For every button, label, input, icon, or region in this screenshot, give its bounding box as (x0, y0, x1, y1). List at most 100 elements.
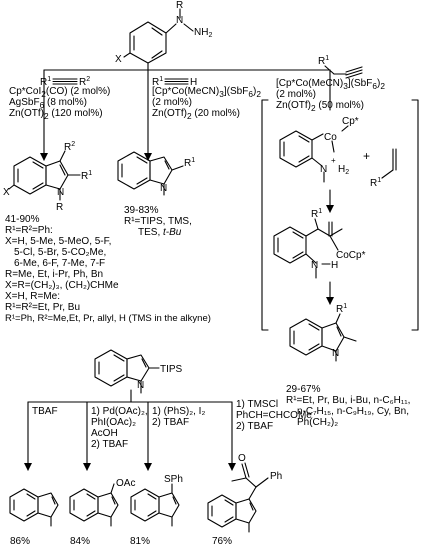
svg-text:X: X (3, 187, 10, 198)
alkyne-a-structure (52, 78, 78, 85)
alkyne-a-r1: R (40, 77, 47, 88)
prod-b-n: N (160, 183, 167, 194)
deriv-2-condition: PhI(OAc)₂ (91, 417, 136, 428)
route-b-condition-3: Zn(OTf)2 (20 mol%) (152, 108, 240, 121)
svg-text:R2: R2 (79, 76, 90, 88)
prod-a-x: X (3, 187, 10, 198)
int1-co: Co (324, 132, 337, 143)
svg-text:H2: H2 (338, 164, 349, 176)
svg-text:R2: R2 (64, 141, 75, 153)
route-b-condition-1: [Cp*Co(MeCN)3](SbF6)2 (152, 86, 261, 99)
svg-text:N: N (160, 183, 167, 194)
svg-text:R: R (176, 0, 183, 11)
int1-r1: R (370, 178, 377, 189)
deriv-3-yield: 81% (130, 536, 151, 547)
route-a-scope-line: R¹=R²=Ph: (5, 225, 53, 236)
allene-c-r1: R (318, 56, 325, 67)
bottom-branch-lines (24, 389, 236, 471)
int2-r1: R (311, 209, 318, 220)
route-b-condition-2: (2 mol%) (152, 97, 193, 108)
deriv-2-sub-label: OAc (116, 478, 135, 489)
tips-indole-structure (94, 349, 160, 394)
svg-text:+: + (331, 156, 336, 165)
deriv-4-sub-label: Ph (270, 471, 282, 482)
int1-cp: Cp* (342, 116, 359, 127)
intermediate-1-structure (279, 125, 397, 183)
svg-text:Cp*: Cp* (342, 116, 359, 127)
svg-text:O: O (238, 453, 246, 464)
svg-text:R1: R1 (40, 76, 51, 88)
int2-cocp: CoCp* (336, 250, 366, 261)
route-c-condition-2: (2 mol%) (276, 89, 317, 100)
prod-c-r1: R (336, 304, 343, 315)
route-c-condition-1: [Cp*Co(MeCN)3](SbF6)2 (276, 78, 385, 91)
svg-text:NH2: NH2 (194, 27, 212, 39)
intermediate-2-structure (273, 218, 343, 279)
deriv-1-structure (9, 488, 59, 527)
route-a-scope-line: X=R=(CH₂)₃, (CH₂)CHMe (5, 280, 119, 291)
deriv-4-condition: 2) TBAF (236, 421, 274, 432)
svg-text:X: X (115, 54, 122, 65)
route-a-yield: 41-90% (5, 214, 40, 225)
route-a-condition-1: Cp*CoI2(CO) (2 mol%) (9, 86, 111, 99)
prod-a-r: R (56, 202, 63, 213)
route-a-scope-line: R¹=Ph, R²=Me,Et, Pr, allyl, H (TMS in th… (5, 313, 211, 324)
alkyne-b-structure (164, 78, 189, 85)
deriv-4-structure (207, 462, 269, 533)
route-a-scope-line: 6-Me, 6-F, 7-Me, 7-F (14, 258, 106, 269)
svg-text:OAc: OAc (116, 478, 135, 489)
svg-text:R1: R1 (336, 303, 347, 315)
product-a-structure (8, 150, 81, 201)
svg-text:H: H (190, 77, 197, 88)
svg-text:N: N (320, 164, 327, 175)
prod-a-r2: R (64, 142, 71, 153)
route-b-scope-line: TES, t-Bu (138, 227, 182, 238)
svg-text:R: R (56, 202, 63, 213)
deriv-3-sub-label: SPh (164, 474, 183, 485)
deriv-4-yield: 76% (212, 536, 233, 547)
int1-n: N (320, 164, 327, 175)
product-c-structure (289, 313, 357, 362)
int2-h: H (331, 260, 338, 271)
svg-text:N: N (332, 348, 339, 359)
svg-text:N: N (137, 380, 144, 391)
route-c-scope-line: n-C₇H₁₅, n-C₉H₁₉, Cy, Bn, (297, 406, 409, 417)
svg-text:Co: Co (324, 132, 337, 143)
svg-text:R1: R1 (184, 157, 195, 169)
top-branch-lines (40, 62, 331, 161)
route-c-condition-3: Zn(OTf)2 (50 mol%) (276, 100, 364, 113)
route-c-scope-line: Ph(CH₂)₂ (297, 417, 339, 428)
start-nh2-label: NH (194, 27, 208, 38)
deriv-4-condition: 1) TMSCl (236, 399, 279, 410)
alkyne-b-r1: R (152, 77, 159, 88)
deriv-1-condition: TBAF (32, 406, 58, 417)
int2-n: N (311, 260, 318, 271)
prod-a-r1: R (81, 171, 88, 182)
route-a-condition-2: AgSbF6 (8 mol%) (9, 97, 88, 110)
svg-text:N: N (176, 15, 183, 26)
svg-text:R1: R1 (318, 55, 329, 67)
deriv-3-condition: 1) (PhS)₂, I₂ (152, 406, 206, 417)
deriv-2-structure (69, 483, 119, 527)
route-a-scope-line: 5-Cl, 5-Br, 5-CO₂Me, (14, 247, 107, 258)
deriv-4-o-label: O (238, 453, 246, 464)
svg-text:R1: R1 (370, 177, 381, 189)
deriv-1-yield: 86% (10, 536, 31, 547)
svg-text:R1: R1 (311, 208, 322, 220)
route-c-yield: 29-67% (286, 384, 321, 395)
product-b-structure (117, 151, 184, 196)
deriv-2-condition: 2) TBAF (91, 439, 129, 450)
int1-plus: + (331, 156, 336, 165)
start-x-label: X (115, 54, 122, 65)
svg-text:R1: R1 (81, 170, 92, 182)
svg-text:TIPS: TIPS (160, 364, 183, 375)
route-a-scope-line: R=Me, Et, i-Pr, Ph, Bn (5, 269, 104, 280)
route-a-condition-3: Zn(OTf)2 (120 mol%) (9, 108, 103, 121)
svg-text:N: N (311, 260, 318, 271)
tips-n-label: N (137, 380, 144, 391)
tips-label: TIPS (160, 364, 183, 375)
prod-b-r1: R (184, 158, 191, 169)
route-a-scope-line: X=H, 5-Me, 5-MeO, 5-F, (5, 236, 112, 247)
svg-text:CoCp*: CoCp* (336, 250, 366, 261)
